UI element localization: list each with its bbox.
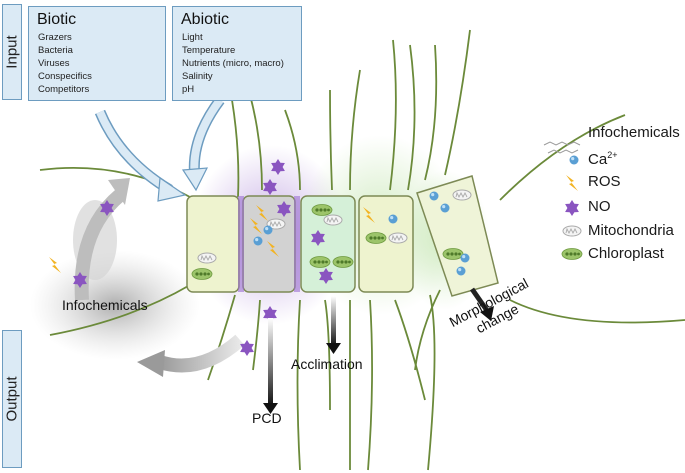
- biotic-box: Biotic Grazers Bacteria Viruses Conspeci…: [28, 6, 166, 101]
- calcium-ion-icon: [460, 253, 470, 263]
- calcium-ion-icon: [429, 191, 439, 201]
- abiotic-list: Light Temperature Nutrients (micro, macr…: [181, 31, 301, 96]
- calcium-ion-icon: [388, 214, 398, 224]
- chain-fibers: [39, 29, 685, 471]
- legend-label: Infochemicals: [588, 124, 680, 141]
- biotic-item: Conspecifics: [38, 71, 92, 82]
- cell-morphological: [416, 175, 499, 297]
- output-label: Output: [2, 330, 22, 468]
- infochemical-molecule-icon: [543, 141, 581, 154]
- legend-label: Chloroplast: [588, 245, 664, 262]
- calcium-ion-icon: [263, 225, 273, 235]
- mitochondria-icon: [197, 252, 217, 264]
- legend-item-mitochondria: Mitochondria: [588, 222, 674, 239]
- morphological-arrow-head: [480, 306, 494, 321]
- abiotic-item: Light: [182, 32, 203, 43]
- ros-lightning-icon: [566, 175, 578, 191]
- legend-label: Ca: [588, 151, 608, 168]
- legend-label: Mitochondria: [588, 222, 674, 239]
- chloroplast-icon: [561, 248, 583, 260]
- legend-item-calcium: Ca2+: [588, 150, 617, 168]
- pcd-arrow: [268, 318, 273, 406]
- infochemical-cloud: [30, 250, 200, 360]
- biotic-item: Viruses: [38, 58, 70, 69]
- legend-item-no: NO: [588, 198, 611, 215]
- legend-icons: [543, 141, 583, 260]
- infochemicals-cloud-label: Infochemicals: [62, 297, 148, 313]
- legend-item-infochemicals: Infochemicals: [588, 124, 680, 141]
- legend-label: NO: [588, 198, 611, 215]
- acclimation-arrow: [331, 296, 336, 346]
- biotic-list: Grazers Bacteria Viruses Conspecifics Co…: [37, 31, 165, 96]
- chloroplast-icon: [332, 256, 354, 268]
- biotic-arrow-head: [157, 176, 187, 202]
- mitochondria-icon: [388, 232, 408, 244]
- output-label-text: Output: [3, 376, 21, 422]
- biotic-item: Bacteria: [38, 45, 73, 56]
- cell-wall-no: [238, 196, 244, 292]
- abiotic-item: Temperature: [182, 45, 236, 56]
- calcium-ion-icon: [456, 266, 466, 276]
- input-label: Input: [2, 4, 22, 100]
- abiotic-item: pH: [182, 84, 195, 95]
- mitochondria-icon: [562, 225, 582, 237]
- abiotic-box: Abiotic Light Temperature Nutrients (mic…: [172, 6, 302, 101]
- abiotic-title: Abiotic: [181, 11, 230, 28]
- release-arrow-up-head: [108, 178, 130, 205]
- abiotic-arrow-head: [181, 167, 209, 192]
- legend-label-sup: 2+: [607, 150, 618, 160]
- legend-label: ROS: [588, 173, 621, 190]
- abiotic-item: Nutrients (micro, macro): [182, 58, 284, 69]
- chloroplast-icon: [365, 232, 387, 244]
- legend-item-chloroplast: Chloroplast: [588, 245, 664, 262]
- mitochondria-icon: [323, 214, 343, 226]
- calcium-ion-icon: [253, 236, 263, 246]
- morphological-arrow: [469, 287, 491, 314]
- biotic-item: Grazers: [38, 32, 72, 43]
- chloroplast-icon: [191, 268, 213, 280]
- no-star-icon: [240, 340, 254, 356]
- output-arrow-head: [137, 350, 165, 377]
- legend-item-ros: ROS: [588, 173, 621, 190]
- release-arrow-up: [74, 189, 125, 301]
- output-arrow: [157, 334, 245, 373]
- input-label-text: Input: [3, 35, 21, 69]
- cell-wall-no: [294, 196, 300, 292]
- acclimation-label: Acclimation: [291, 356, 363, 372]
- chloroplast-icon: [309, 256, 331, 268]
- abiotic-item: Salinity: [182, 71, 213, 82]
- pcd-arrow-head: [263, 403, 278, 414]
- pcd-label: PCD: [252, 410, 282, 426]
- calcium-ion-icon: [440, 203, 450, 213]
- calcium-ion-icon: [569, 155, 579, 165]
- biotic-title: Biotic: [37, 11, 77, 28]
- biotic-item: Competitors: [38, 84, 90, 95]
- acclimation-arrow-head: [326, 343, 341, 354]
- chloroplast-icon: [311, 204, 333, 216]
- no-star-icon: [565, 200, 579, 216]
- chloroplast-icon: [442, 248, 464, 260]
- mitochondria-icon: [452, 189, 472, 201]
